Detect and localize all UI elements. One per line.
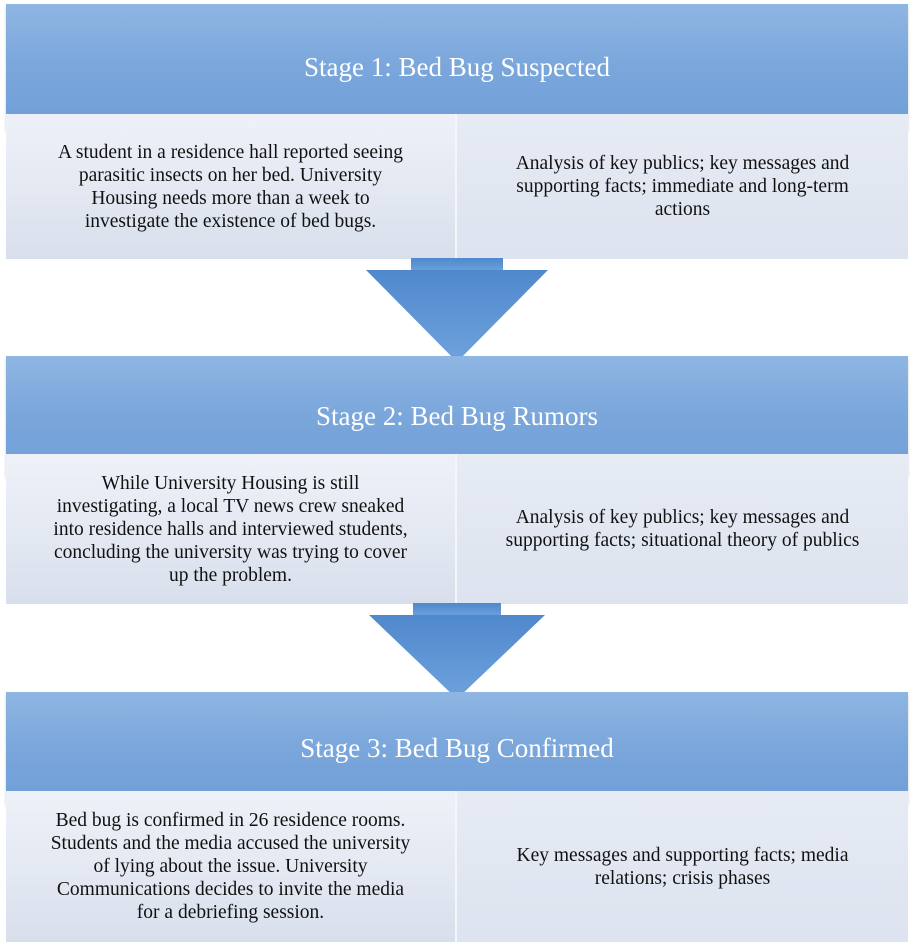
stage-3-description: Bed bug is confirmed in 26 residence roo… [6, 791, 457, 942]
stage-2-description: While University Housing is still invest… [6, 454, 457, 604]
stage-1-tasks: Analysis of key publics; key messages an… [457, 114, 908, 259]
stage-1-body: A student in a residence hall reported s… [6, 114, 908, 259]
stage-3: Stage 3: Bed Bug Confirmed Bed bug is co… [6, 692, 908, 942]
stage-2-tasks: Analysis of key publics; key messages an… [457, 454, 908, 604]
down-arrow-2 [369, 603, 545, 699]
stage-1-description: A student in a residence hall reported s… [6, 114, 457, 259]
stage-3-tasks: Key messages and supporting facts; media… [457, 791, 908, 942]
down-arrow-1 [366, 258, 548, 362]
stage-2: Stage 2: Bed Bug Rumors While University… [6, 356, 908, 604]
stage-2-body: While University Housing is still invest… [6, 454, 908, 604]
stage-1-title: Stage 1: Bed Bug Suspected [6, 4, 908, 130]
stage-3-title: Stage 3: Bed Bug Confirmed [6, 692, 908, 804]
stage-1: Stage 1: Bed Bug Suspected A student in … [6, 4, 908, 259]
stage-3-body: Bed bug is confirmed in 26 residence roo… [6, 791, 908, 942]
